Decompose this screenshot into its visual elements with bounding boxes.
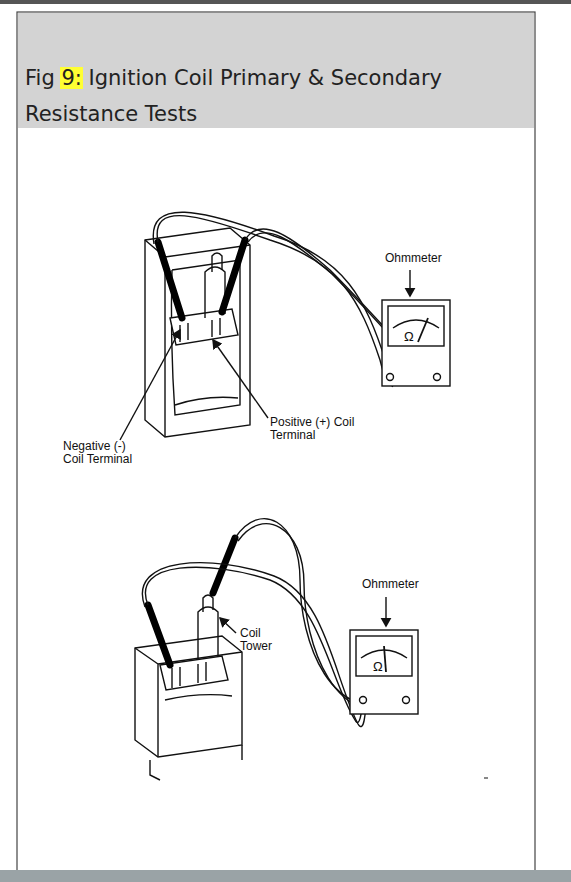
figure-title: Fig 9: Ignition Coil Primary & Secondary… [25,60,515,132]
ohm-symbol: Ω [404,330,418,343]
meter-label: Ohmmeter [385,252,455,265]
ohm-symbol: Ω [373,660,387,673]
meter-label: Ohmmeter [362,578,432,591]
terminal-label: Positive (+) Coil Terminal [270,416,356,442]
terminal-label: Negative (-) Coil Terminal [63,440,149,466]
tower-label: Coil Tower [240,627,285,653]
